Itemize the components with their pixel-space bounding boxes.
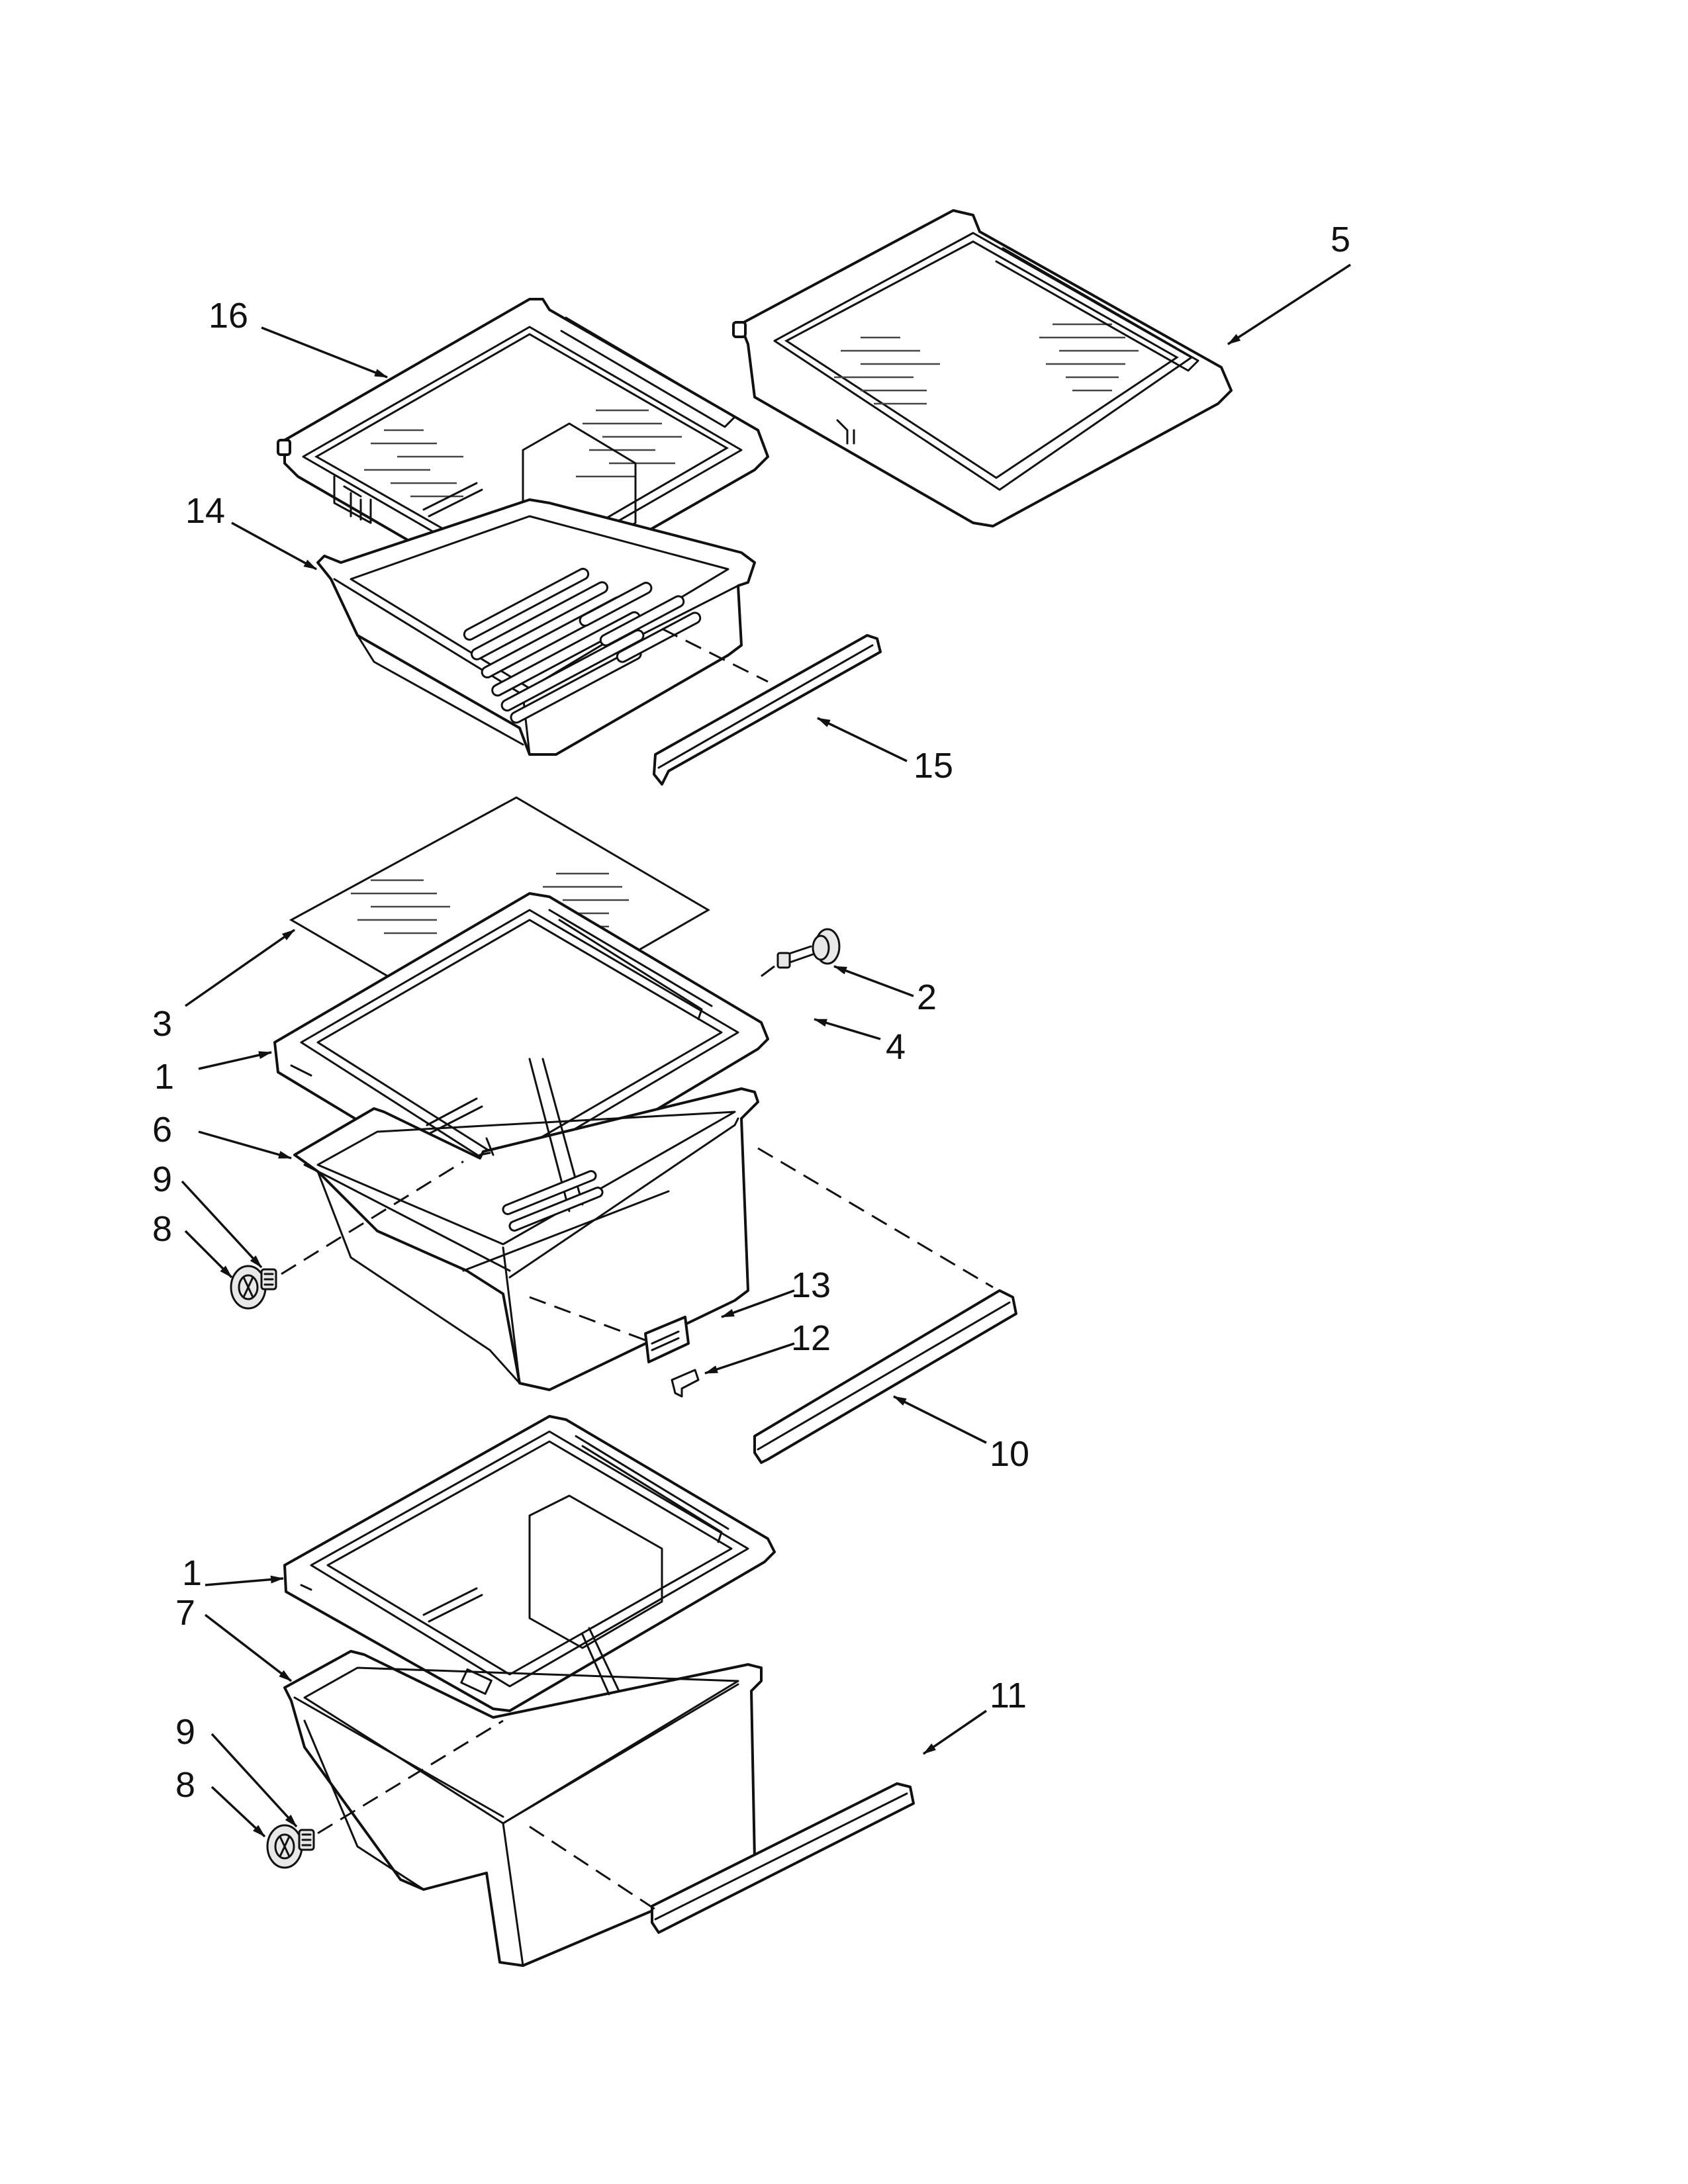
guide-line-15 (661, 627, 769, 683)
part-13-label (644, 1316, 690, 1363)
part-12-clip (671, 1369, 700, 1398)
part-11-trim (651, 1782, 915, 1934)
callout-13: 13 (791, 1265, 831, 1305)
callout-9-middle: 9 (152, 1160, 172, 1199)
callout-11: 11 (990, 1676, 1027, 1715)
callout-6: 6 (152, 1110, 172, 1150)
callout-5: 5 (1331, 220, 1350, 259)
callout-labels: 16 5 14 15 3 2 4 1 6 9 8 13 12 10 1 7 11… (152, 220, 1350, 1805)
guide-line-2-4 (761, 965, 775, 978)
part-14-pan (316, 498, 756, 756)
part-15-trim (653, 634, 882, 786)
callout-4: 4 (886, 1027, 906, 1067)
guide-line-8-9-lower (317, 1719, 504, 1835)
callout-16: 16 (209, 296, 248, 336)
callout-1-lower: 1 (182, 1553, 202, 1593)
callout-8-lower: 8 (175, 1765, 195, 1805)
callout-8-middle: 8 (152, 1209, 172, 1249)
callout-2: 2 (917, 978, 937, 1017)
callout-1-middle: 1 (154, 1057, 174, 1097)
guide-line-8-9-middle (281, 1160, 464, 1275)
part-6-pan (293, 1058, 759, 1391)
guide-line-12-13 (529, 1296, 646, 1342)
part-9-spacer-lower (298, 1829, 315, 1851)
callout-14: 14 (185, 491, 225, 531)
leader-lines (181, 263, 1351, 1838)
callout-9-lower: 9 (175, 1712, 195, 1752)
part-9-spacer-middle (260, 1268, 277, 1291)
part-8-wheel-middle (230, 1265, 267, 1310)
callout-7: 7 (175, 1593, 195, 1633)
callout-12: 12 (791, 1318, 831, 1358)
part-16-shelf-frame (277, 298, 769, 604)
guide-line-10 (757, 1147, 994, 1289)
callout-15: 15 (914, 746, 953, 786)
part-5-shelf (732, 209, 1233, 527)
pan-14-ribs (463, 567, 702, 724)
callout-3: 3 (152, 1004, 172, 1044)
callout-10: 10 (990, 1434, 1029, 1474)
part-2-knob (812, 928, 841, 965)
part-10-trim (753, 1289, 1017, 1464)
part-8-wheel-lower (266, 1824, 303, 1869)
part-4-screw (776, 945, 814, 969)
part-1-frame-lower (283, 1415, 776, 1712)
